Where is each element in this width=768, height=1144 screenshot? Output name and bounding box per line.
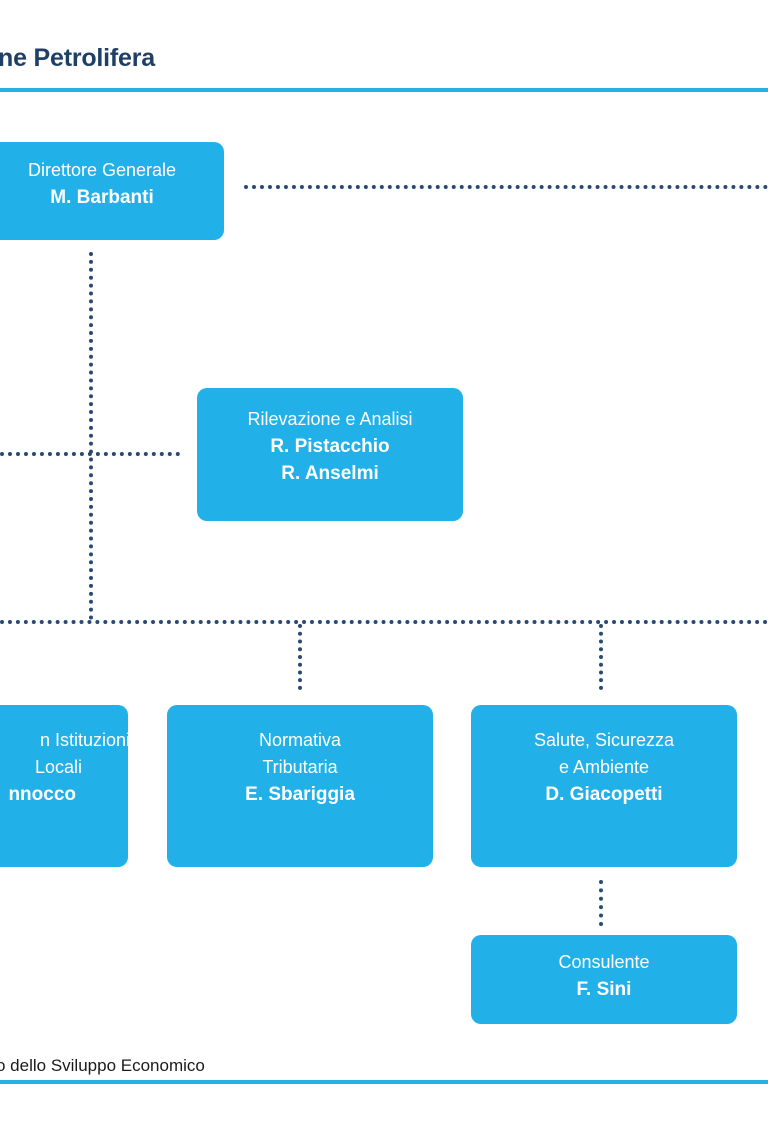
institutions-role-1: n Istituzioni	[39, 730, 130, 750]
title-rule	[0, 88, 768, 92]
connector-staff-row	[0, 452, 180, 456]
source-note: o dello Sviluppo Economico	[0, 1056, 205, 1075]
connector-departments-bus	[0, 620, 768, 624]
connector-safety-drop	[599, 624, 603, 690]
analysis-name-1: R. Pistacchio	[270, 436, 390, 457]
analysis-box: Rilevazione e Analisi R. Pistacchio R. A…	[197, 388, 463, 521]
connector-director-down	[89, 252, 93, 620]
footer-rule	[0, 1080, 768, 1084]
safety-name: D. Giacopetti	[545, 784, 663, 805]
institutions-box: n Istituzioni Locali nnocco	[0, 705, 130, 867]
page-title: ne Petrolifera	[0, 44, 155, 72]
safety-role-1: Salute, Sicurezza	[533, 730, 675, 750]
institutions-name: nnocco	[8, 784, 76, 805]
consultant-role: Consulente	[558, 952, 650, 972]
institutions-role-2: Locali	[34, 757, 82, 777]
analysis-role: Rilevazione e Analisi	[247, 409, 413, 429]
director-box: Direttore Generale M. Barbanti	[0, 142, 224, 240]
consultant-name: F. Sini	[576, 979, 632, 1000]
tax-role-1: Normativa	[258, 730, 342, 750]
connector-consultant-drop	[599, 880, 603, 926]
tax-role-2: Tributaria	[262, 757, 338, 777]
consultant-box: Consulente F. Sini	[471, 935, 737, 1024]
director-role: Direttore Generale	[27, 160, 177, 180]
safety-role-2: e Ambiente	[558, 757, 650, 777]
connector-director-right	[244, 185, 768, 189]
tax-box: Normativa Tributaria E. Sbariggia	[167, 705, 433, 867]
analysis-name-2: R. Anselmi	[281, 463, 379, 484]
safety-box: Salute, Sicurezza e Ambiente D. Giacopet…	[471, 705, 737, 867]
tax-name: E. Sbariggia	[245, 784, 355, 805]
director-name: M. Barbanti	[50, 187, 154, 208]
connector-tax-drop	[298, 624, 302, 690]
